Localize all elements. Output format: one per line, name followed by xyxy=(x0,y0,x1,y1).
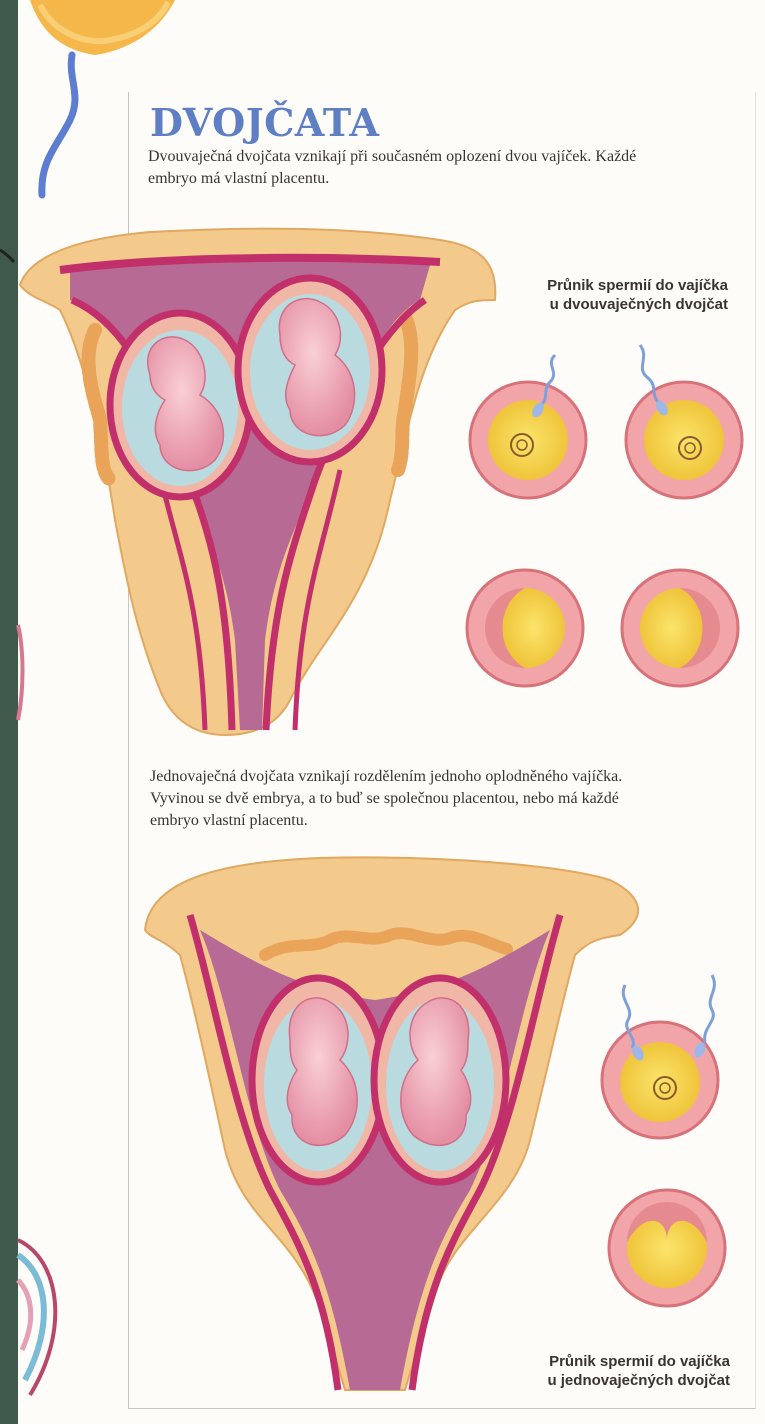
embryo-icon xyxy=(252,978,384,1182)
egg-cell-icon xyxy=(602,1022,718,1138)
uterus-identical-illustration xyxy=(145,857,638,1390)
egg-cell-icon xyxy=(609,1190,725,1306)
egg-cell-icon xyxy=(626,382,742,498)
caption-line: Průnik spermií do vajíčka xyxy=(480,276,728,295)
page-title: DVOJČATA xyxy=(150,100,380,145)
egg-cell-icon xyxy=(470,382,586,498)
intro-line: embryo má vlastní placentu. xyxy=(148,168,743,190)
caption-line: u jednovaječných dvojčat xyxy=(480,1371,730,1390)
caption-identical: Průnik spermií do vajíčka u jednovaječný… xyxy=(480,1352,730,1390)
egg-cells-fraternal xyxy=(467,345,742,686)
identical-line: Vyvinou se dvě embrya, a to buď se spole… xyxy=(150,788,750,810)
egg-cells-identical xyxy=(602,975,725,1306)
uterus-fraternal-illustration xyxy=(20,229,495,735)
embryo-icon xyxy=(374,978,506,1182)
identical-paragraph: Jednovaječná dvojčata vznikají rozdělení… xyxy=(150,766,750,832)
embryo-icon xyxy=(238,278,382,462)
egg-cell-icon xyxy=(467,570,583,686)
caption-fraternal: Průnik spermií do vajíčka u dvouvaječnýc… xyxy=(480,276,728,314)
egg-cell-icon xyxy=(622,570,738,686)
embryo-icon xyxy=(110,313,250,497)
intro-paragraph: Dvouvaječná dvojčata vznikají při součas… xyxy=(148,146,743,190)
identical-line: Jednovaječná dvojčata vznikají rozdělení… xyxy=(150,766,750,788)
caption-line: u dvouvaječných dvojčat xyxy=(480,295,728,314)
decor-left-edge xyxy=(0,250,55,1395)
caption-line: Průnik spermií do vajíčka xyxy=(480,1352,730,1371)
intro-line: Dvouvaječná dvojčata vznikají při součas… xyxy=(148,146,743,168)
identical-line: embryo vlastní placentu. xyxy=(150,810,750,832)
